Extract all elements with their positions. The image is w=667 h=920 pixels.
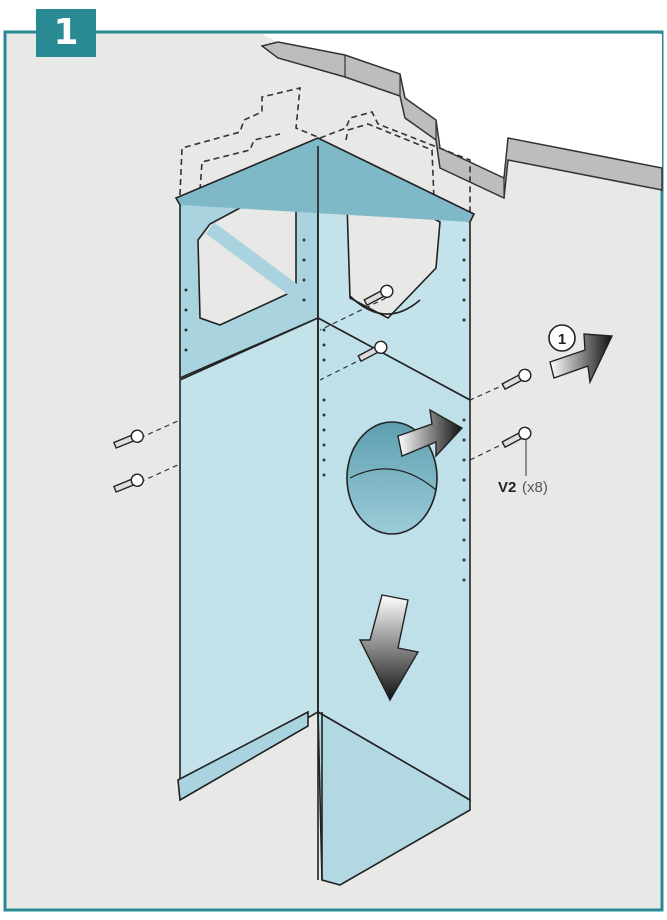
direction-arrow-icon [358, 333, 614, 702]
arrow-step-circle [548, 324, 576, 352]
dashed-outline [179, 86, 471, 212]
screw-quantity-label: (x8) [522, 479, 548, 496]
perforation-dots [184, 238, 466, 582]
screw-code-label: V2 [498, 479, 516, 496]
step-number-badge: 1 [36, 9, 96, 57]
ceiling-wall [260, 34, 663, 200]
arrow-step-number: 1 [558, 331, 566, 348]
screw-icon [112, 284, 532, 493]
upper-chimney-section [174, 137, 476, 402]
